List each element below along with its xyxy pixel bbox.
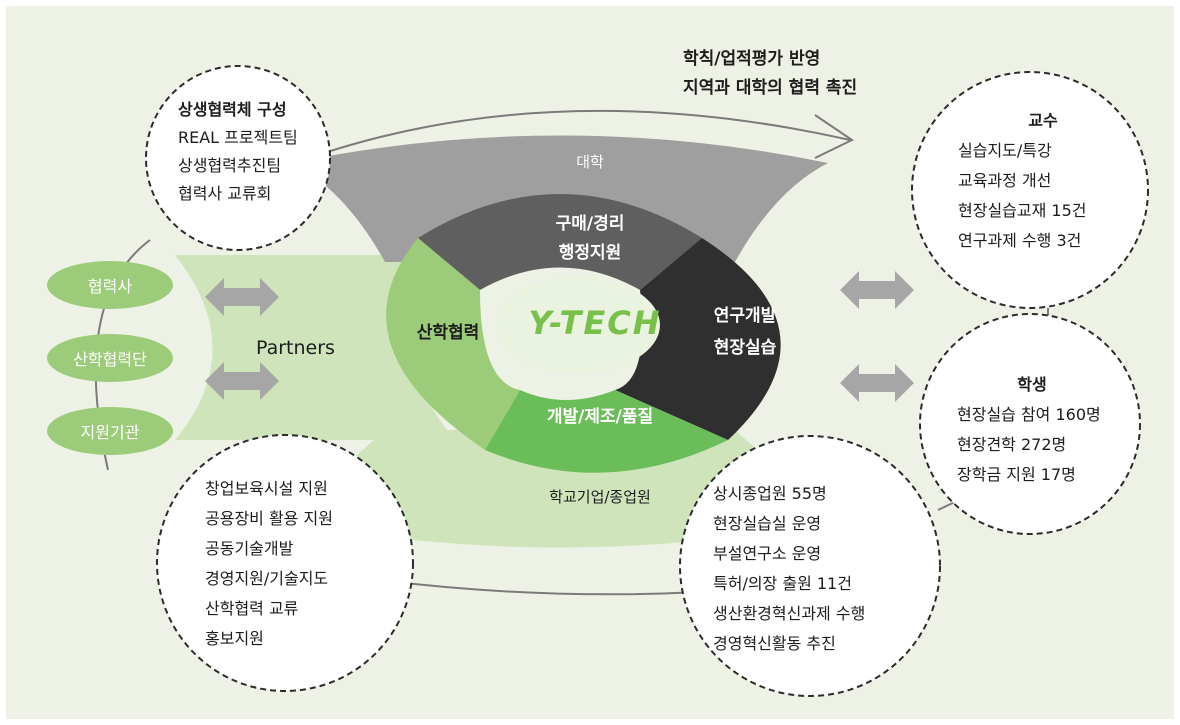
student-list: 학생 현장실습 참여 160명 현장견학 272명 장학금 지원 17명 <box>957 370 1107 490</box>
student-item: 현장견학 272명 <box>957 435 1067 454</box>
enterprise-list: 상시종업원 55명 현장실습실 운영 부설연구소 운영 특허/의장 출원 11건… <box>713 479 865 659</box>
label-purchasing: 구매/경리 <box>555 214 625 234</box>
circle-support <box>156 434 414 692</box>
segment-top <box>418 194 702 290</box>
professor-title: 교수 <box>1028 111 1058 130</box>
pill-partner-company: 협력사 <box>47 261 173 309</box>
circle-professor <box>911 71 1149 309</box>
support-item: 홍보지원 <box>205 629 264 648</box>
enterprise-item: 현장실습실 운영 <box>713 514 822 533</box>
label-admin-support: 행정지원 <box>558 243 622 263</box>
label-university: 대학 <box>576 153 604 171</box>
segment-right <box>615 238 781 440</box>
circle-enterprise <box>679 435 941 697</box>
professor-list: 교수 실습지도/특강 교육과정 개선 현장실습교재 15건 연구과제 수행 3건 <box>958 106 1128 256</box>
center-title: Y-TECH <box>528 304 662 342</box>
label-school-enterprise: 학교기업/종업원 <box>549 488 651 506</box>
pill-support-agency: 지원기관 <box>47 407 173 455</box>
cooperation-item: REAL 프로젝트팀 <box>178 128 298 147</box>
support-item: 산학협력 교류 <box>205 599 299 618</box>
segment-bottom <box>485 390 728 473</box>
connector-curve-top <box>317 109 851 156</box>
student-item: 장학금 지원 17명 <box>957 465 1076 484</box>
professor-item: 실습지도/특강 <box>958 141 1052 160</box>
enterprise-item: 생산환경혁신과제 수행 <box>713 604 866 623</box>
circle-cooperation <box>145 65 331 251</box>
label-dev-manufacture-quality: 개발/제조/품질 <box>546 407 654 427</box>
label-rnd: 연구개발 <box>713 306 777 326</box>
annotation-line-1: 학칙/업적평가 반영 <box>683 49 821 69</box>
support-item: 창업보육시설 지원 <box>205 479 328 498</box>
double-arrow-right-bottom <box>840 364 914 402</box>
professor-item: 연구과제 수행 3건 <box>958 231 1082 250</box>
cooperation-list: 상생협력체 구성 REAL 프로젝트팀 상생협력추진팀 협력사 교류회 <box>178 96 298 208</box>
segment-left <box>386 238 520 450</box>
support-item: 공동기술개발 <box>205 539 294 558</box>
student-title: 학생 <box>1017 375 1047 394</box>
center-hub <box>496 277 660 373</box>
label-industry-academic: 산학협력 <box>416 323 480 343</box>
support-item: 공용장비 활용 지원 <box>205 509 333 528</box>
connector-arrowhead <box>814 114 854 159</box>
label-field-practice: 현장실습 <box>713 338 777 358</box>
enterprise-item: 상시종업원 55명 <box>713 484 827 503</box>
double-arrow-left-bottom <box>205 362 279 400</box>
cooperation-title: 상생협력체 구성 <box>178 100 287 119</box>
cooperation-item: 협력사 교류회 <box>178 184 272 203</box>
student-item: 현장실습 참여 160명 <box>957 405 1101 424</box>
professor-item: 교육과정 개선 <box>958 171 1052 190</box>
pill-industry-academic-foundation: 산학협력단 <box>47 334 173 382</box>
support-list: 창업보육시설 지원 공용장비 활용 지원 공동기술개발 경영지원/기술지도 산학… <box>205 474 333 654</box>
connector-curve-bottom <box>379 579 701 596</box>
support-item: 경영지원/기술지도 <box>205 569 329 588</box>
cooperation-item: 상생협력추진팀 <box>178 156 282 175</box>
circle-student <box>919 313 1141 535</box>
double-arrow-left-top <box>205 278 279 316</box>
enterprise-item: 경영혁신활동 추진 <box>713 634 836 653</box>
annotation-line-2: 지역과 대학의 협력 촉진 <box>683 78 858 98</box>
partners-label: Partners <box>256 337 335 359</box>
enterprise-item: 부설연구소 운영 <box>713 544 822 563</box>
enterprise-item: 특허/의장 출원 11건 <box>713 574 852 593</box>
professor-item: 현장실습교재 15건 <box>958 201 1087 220</box>
double-arrow-right-top <box>840 271 914 309</box>
